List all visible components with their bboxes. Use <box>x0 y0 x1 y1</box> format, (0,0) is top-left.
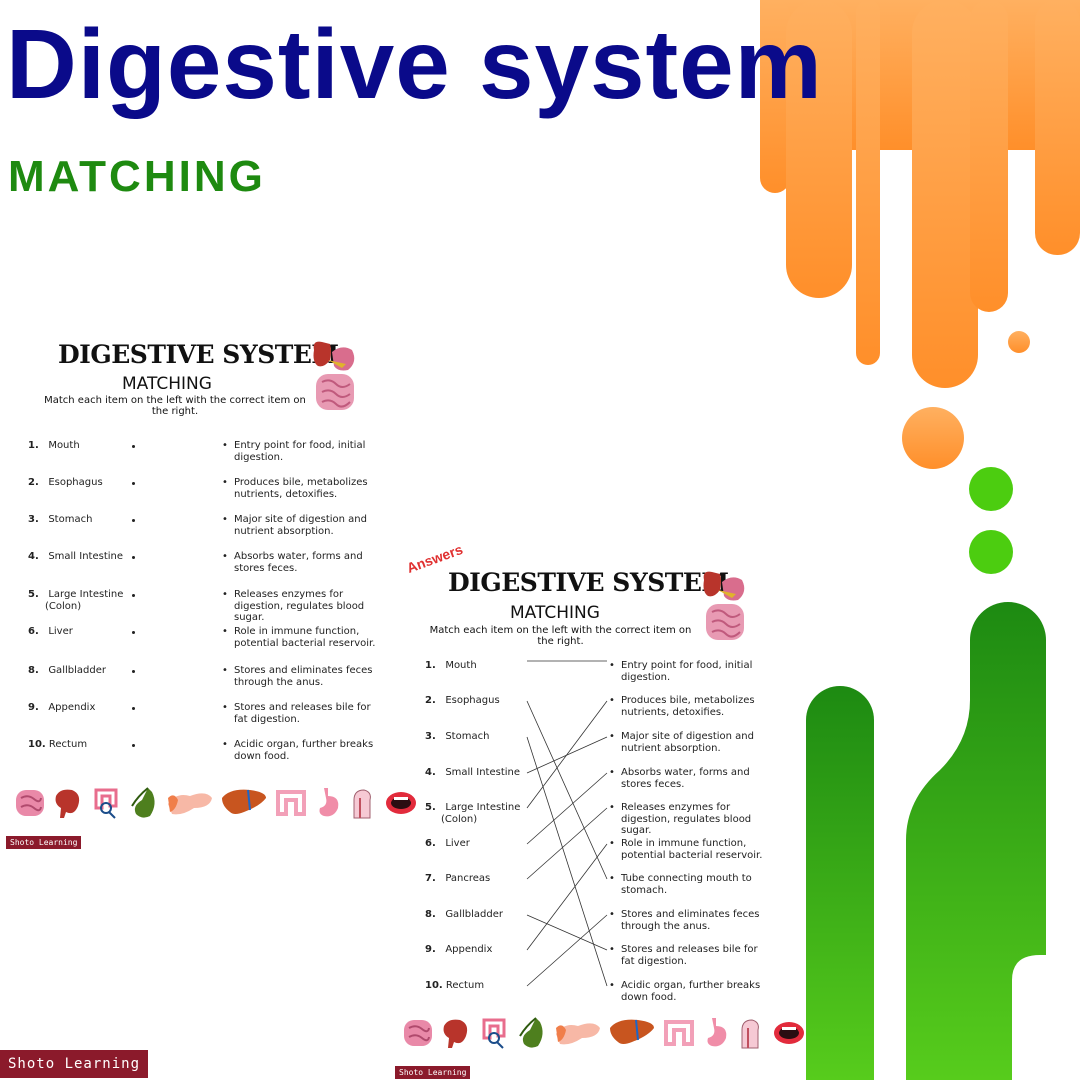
stomach-icon <box>55 789 80 818</box>
large-intestine-icon <box>664 1020 694 1046</box>
pancreas-icon <box>168 793 212 815</box>
brand-tag: Shoto Learning <box>6 836 82 849</box>
list-item: 3. Stomach <box>28 514 93 525</box>
answer-sheet-title: DIGESTIVE SYSTEM <box>448 568 729 597</box>
brand-tag: Shoto Learning <box>395 1066 471 1079</box>
list-item: 4. Small Intestine <box>425 767 521 778</box>
liver-icon <box>610 1019 654 1044</box>
worksheet-subtitle: MATCHING <box>122 374 212 394</box>
gallbladder-icon <box>131 787 155 818</box>
digestive-organs-icon <box>703 571 745 640</box>
list-item: 6. Liver <box>28 626 73 637</box>
list-item: 8. Gallbladder <box>28 665 106 676</box>
match-dot <box>132 445 135 448</box>
page-title: Digestive system <box>6 9 823 119</box>
match-dot <box>132 556 135 559</box>
colon-note: (Colon) <box>45 601 82 612</box>
white-notch-bar-1 <box>874 760 900 1034</box>
worksheet-instructions: Match each item on the left with the cor… <box>44 395 306 417</box>
list-item: 10. Rectum <box>28 739 88 750</box>
definition-item: Role in immune function,potential bacter… <box>222 626 375 649</box>
footer-brand-tag: Shoto Learning <box>0 1050 149 1078</box>
stomach-icon <box>443 1019 468 1048</box>
list-item: 2. Esophagus <box>425 695 500 706</box>
list-item: 8. Gallbladder <box>425 909 503 920</box>
match-dot <box>132 519 135 522</box>
large-intestine-icon <box>276 790 306 816</box>
match-dot <box>132 631 135 634</box>
intestine-icon <box>404 1020 432 1046</box>
list-item: 3. Stomach <box>425 731 490 742</box>
green-bars <box>806 602 1046 1080</box>
stomach-pink-icon <box>319 788 339 817</box>
digestive-organs-icon <box>313 341 355 410</box>
list-item: 7. Pancreas <box>425 873 491 884</box>
list-item: 5. Large Intestine <box>28 589 124 600</box>
list-item: 10. Rectum <box>425 980 485 991</box>
worksheet-title: DIGESTIVE SYSTEM <box>58 340 339 369</box>
orange-drip <box>760 0 1080 469</box>
organ-icon-strip <box>402 1016 806 1050</box>
colon-magnifier-icon <box>482 1018 506 1049</box>
answer-sheet-instructions: Match each item on the left with the cor… <box>429 625 692 647</box>
page-subtitle: MATCHING <box>8 152 266 201</box>
intestine-icon <box>16 790 44 816</box>
list-item: 5. Large Intestine <box>425 802 521 813</box>
list-item: 9. Appendix <box>425 944 493 955</box>
stomach-pink-icon <box>707 1018 727 1047</box>
list-item: 2. Esophagus <box>28 477 103 488</box>
list-item: 1. Mouth <box>28 440 80 451</box>
organ-icon-strip <box>14 786 418 820</box>
mouth-icon <box>386 792 416 814</box>
esophagus-icon <box>353 789 371 819</box>
answer-sheet-subtitle: MATCHING <box>510 603 600 623</box>
pancreas-icon <box>556 1023 600 1045</box>
mouth-icon <box>774 1022 804 1044</box>
white-notch-bar-2 <box>1012 955 1060 1080</box>
gallbladder-icon <box>519 1017 543 1048</box>
esophagus-icon <box>741 1019 759 1049</box>
list-item: 6. Liver <box>425 838 470 849</box>
match-dot <box>132 670 135 673</box>
colon-note: (Colon) <box>441 814 478 825</box>
liver-icon <box>222 789 266 814</box>
list-item: 1. Mouth <box>425 660 477 671</box>
list-item: 9. Appendix <box>28 702 96 713</box>
definition-item: Role in immune function,potential bacter… <box>609 838 762 861</box>
green-drops <box>969 467 1013 574</box>
match-dot <box>132 594 135 597</box>
list-item: 4. Small Intestine <box>28 551 124 562</box>
match-dot <box>132 482 135 485</box>
match-dot <box>132 744 135 747</box>
colon-magnifier-icon <box>94 788 118 819</box>
match-dot <box>132 707 135 710</box>
